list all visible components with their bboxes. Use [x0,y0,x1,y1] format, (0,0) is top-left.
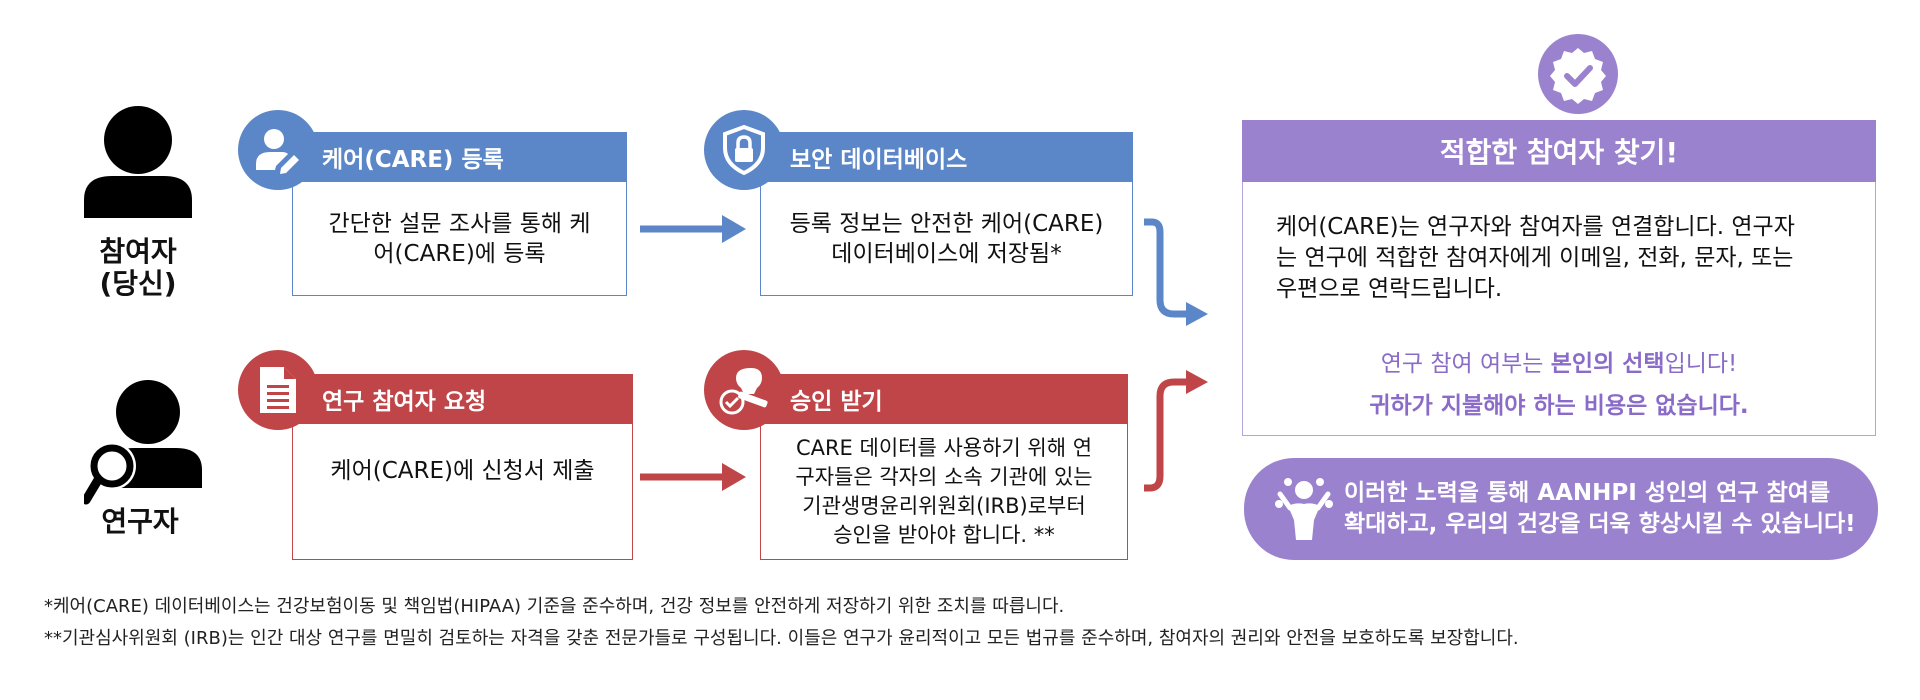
step4-body: CARE 데이터를 사용하기 위해 연 구자들은 각자의 소속 기관에 있는 기… [760,424,1128,560]
arrow-step2-to-result [1144,218,1208,326]
step2-header: 보안 데이터베이스 [760,132,1133,182]
arrow-step1-to-step2 [640,215,746,243]
step4-text-2: 구자들은 각자의 소속 기관에 있는 [795,464,1093,489]
result-description: 케어(CARE)는 연구자와 참여자를 연결합니다. 연구자 는 연구에 적합한… [1276,212,1866,305]
step3-title: 연구 참여자 요청 [322,389,487,415]
step1-title: 케어(CARE) 등록 [322,147,504,173]
result-title: 적합한 참여자 찾기! [1439,136,1679,169]
step2-body: 등록 정보는 안전한 케어(CARE) 데이터베이스에 저장됨* [760,182,1133,296]
step3-icon-circle [238,350,318,430]
researcher-label: 연구자 [101,505,179,538]
choice-pre: 연구 참여 여부는 [1380,351,1551,377]
result-header: 적합한 참여자 찾기! [1242,120,1876,182]
result-text-3: 우편으로 연락드립니다. [1276,276,1503,302]
step4-text-3: 기관생명윤리위원회(IRB)로부터 [802,493,1086,518]
researcher-search-icon [84,380,202,505]
step4-icon-circle [704,350,784,430]
verified-badge-icon [1538,34,1618,114]
step1-text-2: 어(CARE)에 등록 [373,240,546,267]
footnote-hipaa: *케어(CARE) 데이터베이스는 건강보험이동 및 책임법(HIPAA) 기준… [44,596,1065,617]
result-body [1242,182,1876,436]
approval-stamp-icon [719,368,768,415]
no-cost-statement: 귀하가 지불해야 하는 비용은 없습니다. [1369,393,1749,419]
step1-text-1: 간단한 설문 조사를 통해 케 [328,210,591,237]
step4-title: 승인 받기 [790,389,883,415]
choice-statement: 연구 참여 여부는 본인의 선택입니다! [1242,344,1876,378]
step3-body: 케어(CARE)에 신청서 제출 [292,424,633,560]
arrow-step3-to-step4 [640,463,746,491]
choice-bold: 본인의 선택 [1550,351,1665,377]
step1-icon-circle [238,110,318,190]
step3-header: 연구 참여자 요청 [292,374,633,424]
footnote-irb: **기관심사위원회 (IRB)는 인간 대상 연구를 면밀히 검토하는 자격을 … [44,628,1519,649]
step1-header: 케어(CARE) 등록 [292,132,627,182]
document-icon [260,367,296,413]
step3-text: 케어(CARE)에 신청서 제출 [330,458,595,484]
shield-lock-icon [723,124,765,176]
choice-post: 입니다! [1664,351,1738,377]
arrow-step4-to-result [1144,370,1208,492]
step2-text-2: 데이터베이스에 저장됨* [831,240,1062,267]
banner-text-2: 확대하고, 우리의 건강을 더욱 향상시킬 수 있습니다! [1344,511,1856,537]
step4-text-1: CARE 데이터를 사용하기 위해 연 [795,435,1093,460]
step2-text-1: 등록 정보는 안전한 케어(CARE) [789,210,1104,237]
step4-text-4: 승인을 받아야 합니다. ** [833,522,1055,547]
result-text-2: 는 연구에 적합한 참여자에게 이메일, 전화, 문자, 또는 [1276,245,1794,271]
participant-label: 참여자 (당신) [99,235,177,300]
community-banner: 이러한 노력을 통해 AANHPI 성인의 연구 참여를 확대하고, 우리의 건… [1244,458,1878,560]
banner-text-1: 이러한 노력을 통해 AANHPI 성인의 연구 참여를 [1344,480,1831,506]
step1-body: 간단한 설문 조사를 통해 케 어(CARE)에 등록 [292,182,627,296]
user-edit-icon [256,129,299,174]
person-icon [84,106,192,218]
step2-title: 보안 데이터베이스 [790,147,968,173]
step2-icon-circle [704,110,784,190]
community-icon [1275,478,1333,540]
result-text-1: 케어(CARE)는 연구자와 참여자를 연결합니다. 연구자 [1276,214,1795,240]
banner-text: 이러한 노력을 통해 AANHPI 성인의 연구 참여를 확대하고, 우리의 건… [1344,478,1856,540]
step4-header: 승인 받기 [760,374,1128,424]
